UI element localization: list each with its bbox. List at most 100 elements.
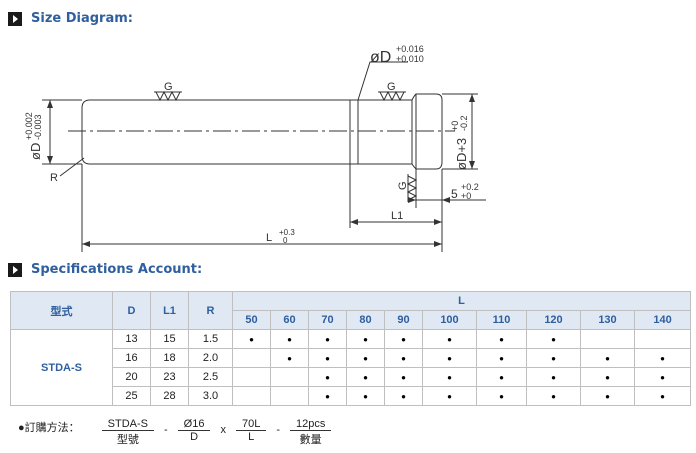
order-separator: - [164,424,168,436]
order-item-label: D [190,431,199,443]
header-length: 120 [526,310,581,330]
order-item-label: L [248,431,255,443]
cell-d: 20 [112,367,151,387]
order-separator: - [276,424,280,436]
empty-cell [633,329,692,349]
l-upper: +0.3 [279,228,295,237]
cell-l1: 18 [150,348,189,368]
order-item-value: STDA-S [101,418,154,431]
specifications-header: Specifications Account: [8,262,202,277]
grind-label: G [387,81,396,93]
cell-r: 2.5 [188,367,233,387]
phi-d-label: øD [370,49,391,66]
phi-d-lower: +0.010 [396,54,424,64]
header-length: 110 [476,310,527,330]
cell-d: 16 [112,348,151,368]
neck [411,93,417,170]
available-dot [580,386,635,406]
available-dot [580,367,635,387]
order-separator: x [220,424,226,436]
cell-r: 2.0 [188,348,233,368]
available-dot [346,348,385,368]
arrow-right-icon [8,11,22,26]
header-d: D [112,291,151,330]
available-dot [633,386,692,406]
pin-body [81,99,413,165]
cell-l1: 23 [150,367,189,387]
phi-d-upper: +0.016 [396,44,424,54]
available-dot [476,348,527,368]
available-dot [422,348,477,368]
empty-cell [580,329,635,349]
available-dot [526,386,581,406]
header-model: 型式 [10,291,113,330]
order-item-value: 70L [235,418,267,431]
header-length: 130 [580,310,635,330]
order-lead: ●訂購方法： [18,422,80,434]
l-lower: 0 [283,236,288,245]
available-dot [346,386,385,406]
header-r: R [188,291,233,330]
header-l: L [231,291,692,311]
radius-label: R [50,172,58,184]
right-dia-label: øD+3 [454,138,469,170]
available-dot [476,329,527,349]
header-length: 70 [308,310,347,330]
header-length: 90 [384,310,423,330]
cell-l1: 28 [150,386,189,406]
size-diagram-title: Size Diagram: [31,11,133,26]
available-dot [422,329,477,349]
available-dot [526,348,581,368]
head-label: 5 [451,187,458,201]
right-dia-upper: +0 [450,121,460,131]
head-upper: +0.2 [461,182,479,192]
available-dot [270,348,309,368]
available-dot [308,386,347,406]
pin-head [415,93,443,170]
grind-label: G [397,181,409,190]
order-item-label: 型號 [116,434,139,446]
specifications-title: Specifications Account: [31,262,203,277]
size-diagram: G G G øD +0.016 +0.010 øD +0.002 -0.003 … [24,44,486,252]
header-length: 80 [346,310,385,330]
arrow-right-icon [8,262,22,277]
available-dot [580,348,635,368]
order-item-value: Ø16 [177,418,211,431]
available-dot [308,367,347,387]
available-dot [308,329,347,349]
header-length: 140 [633,310,692,330]
order-item-label: 數量 [299,434,322,446]
header-length: 50 [232,310,271,330]
cell-d: 13 [112,329,151,349]
header-length: 100 [422,310,477,330]
left-dia-lower: -0.003 [33,114,43,140]
grind-mark-icon [154,90,418,202]
available-dot [346,367,385,387]
grind-label: G [164,81,173,93]
available-dot [476,367,527,387]
available-dot [232,329,271,349]
header-length: 60 [270,310,309,330]
cell-d: 25 [112,386,151,406]
l-label: L [266,232,272,244]
empty-cell [232,367,271,387]
empty-cell [232,348,271,368]
size-diagram-header: Size Diagram: [8,11,133,26]
cell-l1: 15 [150,329,189,349]
empty-cell [270,386,309,406]
available-dot [384,348,423,368]
order-item: STDA-S 型號 [101,418,154,447]
available-dot [384,329,423,349]
available-dot [633,367,692,387]
l1-label: L1 [391,210,403,222]
available-dot [422,367,477,387]
